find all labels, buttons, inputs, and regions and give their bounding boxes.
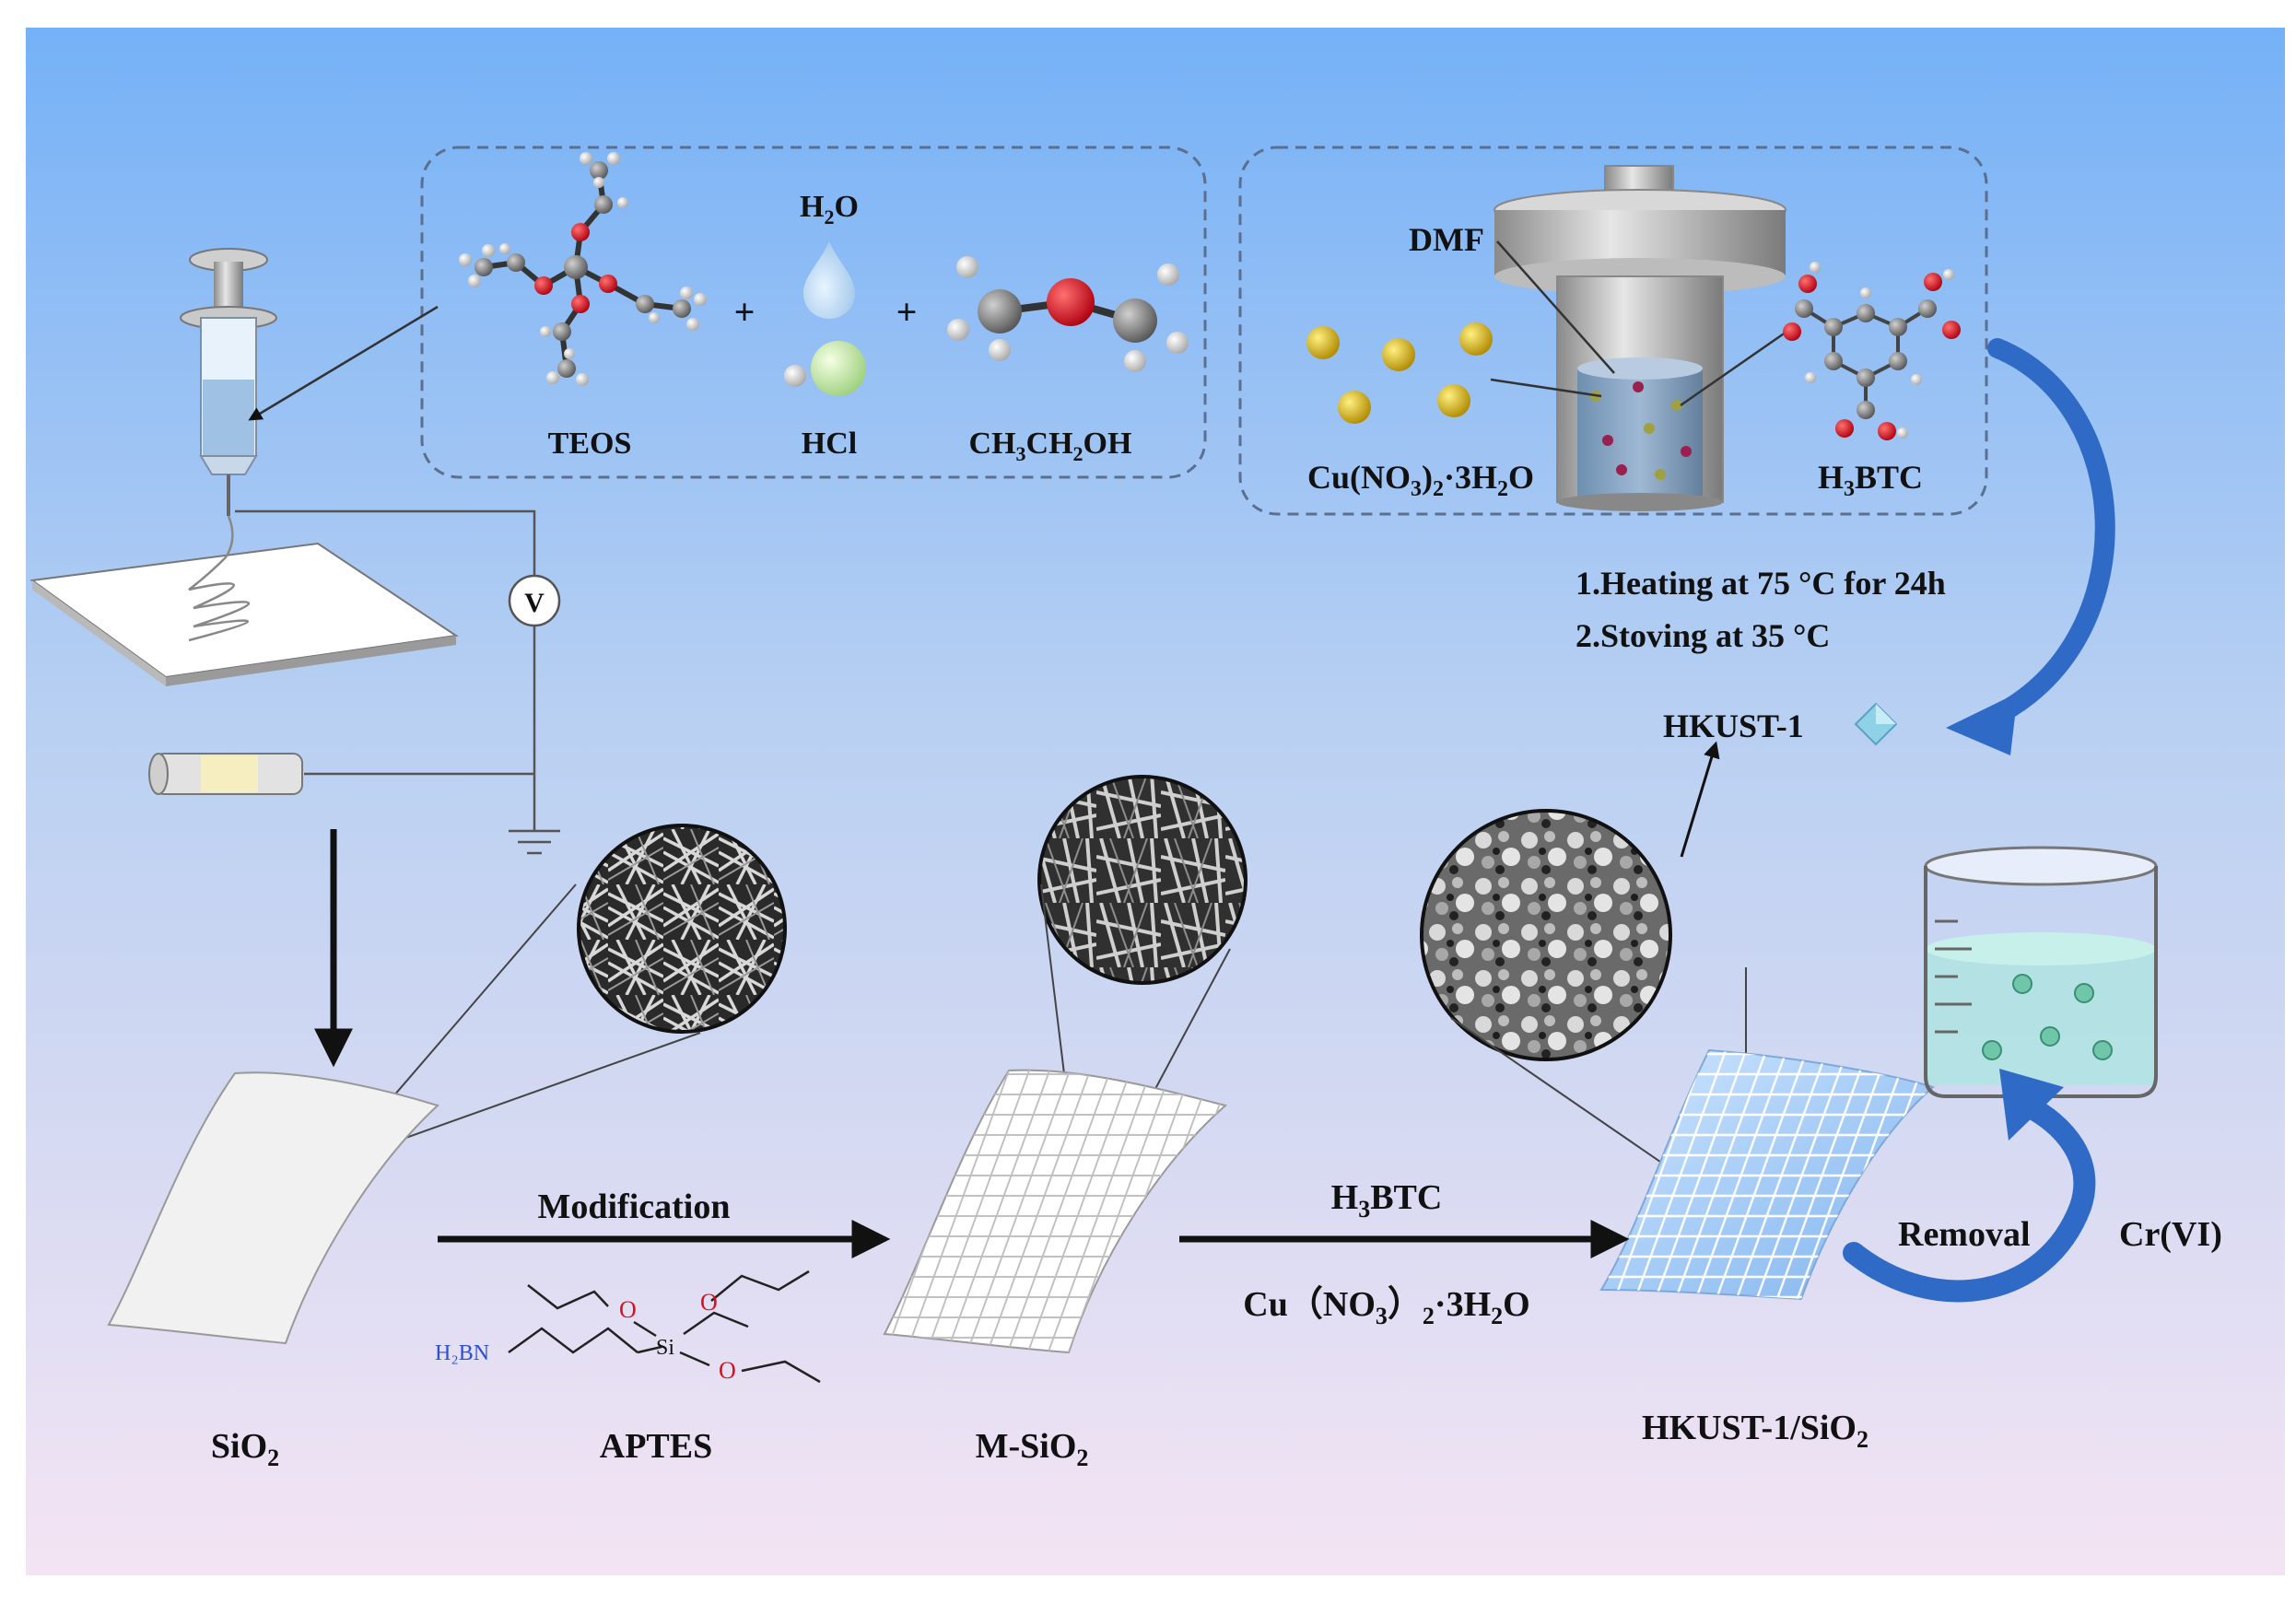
copper-nitrate-label: Cu(NO3)2·3H2O — [1307, 459, 1534, 501]
modification-label: Modification — [538, 1188, 731, 1226]
dissolved-species — [1590, 381, 1692, 480]
msio2-grid — [884, 1070, 1225, 1352]
linker-callout — [1680, 328, 1790, 407]
removal-label: Removal — [1898, 1215, 2031, 1254]
aptes-oxygen-2: O — [700, 1289, 718, 1316]
aptes-label: APTES — [600, 1427, 712, 1466]
collector-plate-side — [166, 636, 456, 686]
composite-grid — [1601, 1050, 1933, 1299]
btc-molecule-icon — [1783, 262, 1961, 440]
plus-sign-2: + — [896, 291, 918, 333]
hkust-pointer — [1680, 741, 1720, 858]
roller-collector-icon — [148, 753, 303, 795]
condition-step-1: 1.Heating at 75 °C for 24h — [1576, 565, 1946, 602]
teos-molecule-icon — [459, 152, 707, 386]
syringe-icon — [180, 248, 277, 516]
teos-label: TEOS — [548, 427, 632, 461]
msio2-label: M-SiO2 — [976, 1427, 1089, 1471]
composite-label: HKUST-1/SiO2 — [1642, 1409, 1868, 1453]
sem-image-sio2 — [577, 824, 787, 1034]
aptes-amine: H₂BN — [435, 1341, 489, 1365]
condition-step-2: 2.Stoving at 35 °C — [1576, 617, 1830, 654]
sem-image-msio2 — [1037, 775, 1248, 985]
h3btc-reagent-label: H3BTC — [1331, 1178, 1443, 1223]
pollutant-label: Cr(VI) — [2119, 1215, 2222, 1254]
ethanol-molecule-icon — [947, 256, 1189, 372]
precursor-box — [420, 146, 1207, 479]
dmf-callout — [1496, 240, 1615, 374]
removal-arrow — [1843, 1094, 2096, 1303]
copper-ion-icons — [1306, 322, 1493, 424]
copper-callout — [1490, 378, 1602, 398]
synthesis-arrow — [1980, 338, 2115, 729]
hcl-molecule-icon — [784, 341, 866, 396]
spinning-jet — [188, 515, 251, 642]
circuit-wire — [235, 509, 536, 576]
voltmeter-label: V — [524, 588, 545, 618]
hkust-crystal-icon — [1854, 702, 1898, 746]
ground-icon — [509, 829, 560, 855]
plus-sign-1: + — [734, 291, 756, 333]
removal-arrowhead — [1999, 1069, 2064, 1141]
collector-plate-edge — [32, 580, 166, 686]
callout-line-syringe — [248, 305, 439, 421]
hcl-label: HCl — [802, 427, 857, 461]
synthesis-arrowhead — [1946, 693, 2018, 755]
water-drop-icon — [803, 241, 855, 319]
aptes-silicon: Si — [656, 1336, 674, 1360]
ethanol-label: CH3CH2OH — [969, 427, 1132, 465]
sio2-membrane — [107, 1071, 439, 1345]
h2o-label: H2O — [800, 190, 859, 228]
hkust-label: HKUST-1 — [1663, 708, 1804, 744]
dmf-label: DMF — [1409, 221, 1484, 258]
sem-image-composite — [1420, 809, 1672, 1061]
linker-label: H3BTC — [1818, 459, 1923, 501]
aptes-oxygen-1: O — [619, 1296, 637, 1323]
aptes-structure-icon: O O O Si H₂BN — [435, 1270, 821, 1384]
aptes-oxygen-3: O — [719, 1357, 736, 1384]
beaker-icon — [1924, 846, 2158, 1098]
sio2-label: SiO2 — [211, 1427, 279, 1471]
synthesis-box — [1238, 146, 1988, 516]
copper-reagent-label: Cu（NO3）2·3H2O — [1243, 1285, 1529, 1329]
